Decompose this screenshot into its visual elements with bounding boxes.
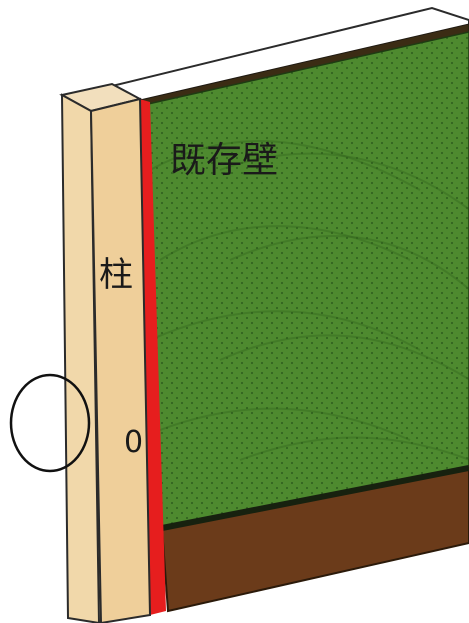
mark-zero: 0 bbox=[124, 425, 143, 460]
pillar-front-face bbox=[89, 97, 152, 623]
callout-circle-icon bbox=[9, 373, 91, 473]
existing-wall-face bbox=[147, 31, 469, 529]
existing-wall-label: 既存壁 bbox=[170, 140, 278, 181]
pillar-left-face bbox=[60, 93, 101, 623]
red-strip bbox=[136, 98, 166, 615]
pillar-label: 柱 bbox=[99, 255, 133, 295]
